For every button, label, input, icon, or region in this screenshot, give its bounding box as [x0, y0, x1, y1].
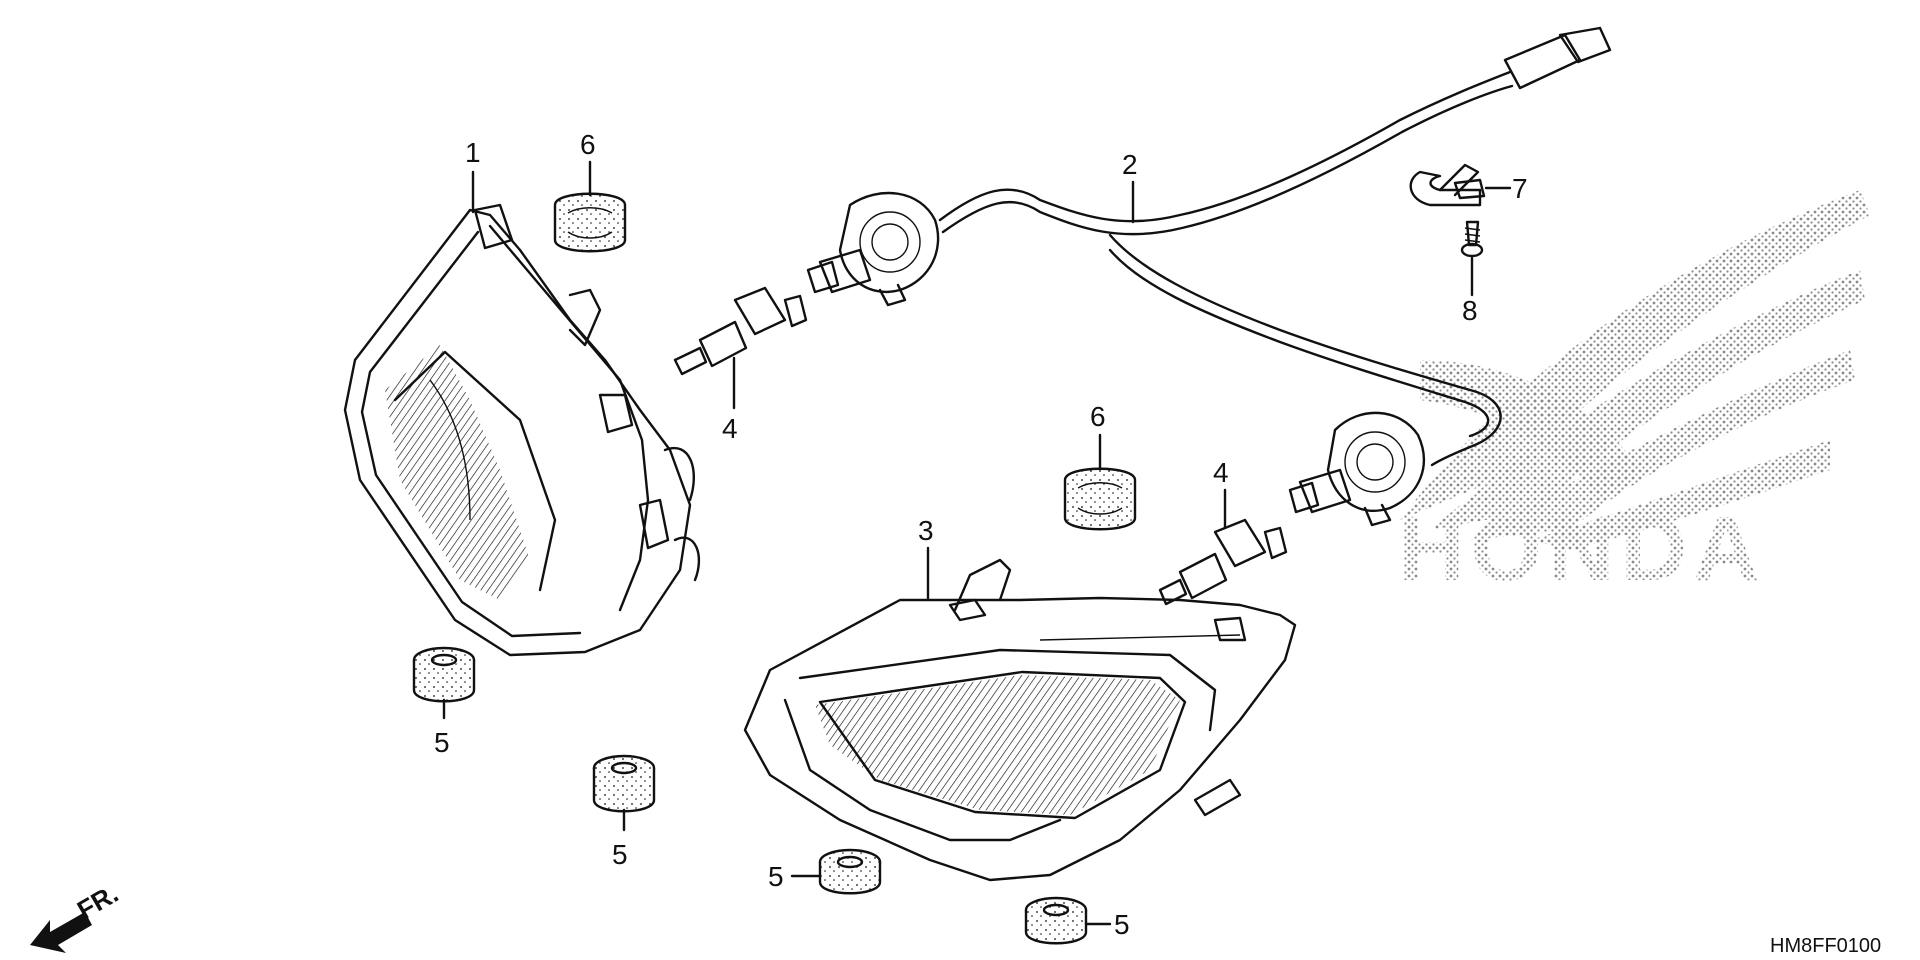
wing-logo-icon: [1400, 190, 1870, 550]
callout-6: 6: [580, 129, 596, 160]
callout-2: 2: [1122, 149, 1138, 180]
callout-4: 4: [722, 413, 738, 444]
callout-6: 6: [1090, 401, 1106, 432]
rubber-grommet: [818, 848, 882, 895]
callout-4: 4: [1213, 457, 1229, 488]
foam-pad: [1063, 467, 1137, 531]
arrow-down-left-icon: [30, 912, 92, 953]
callout-7: 7: [1512, 173, 1528, 204]
callout-1: 1: [465, 137, 481, 168]
rubber-grommet: [412, 646, 476, 703]
callout-5: 5: [1114, 909, 1130, 940]
wire-harness: [806, 26, 1612, 527]
callout-3: 3: [918, 515, 934, 546]
watermark-text: HONDA: [1398, 498, 1765, 600]
foam-pad: [553, 192, 627, 253]
callout-5: 5: [434, 727, 450, 758]
wire-clamp: [1409, 163, 1486, 207]
headlight-bulb: [1158, 518, 1288, 606]
callout-5: 5: [768, 861, 784, 892]
callout-5: 5: [612, 839, 628, 870]
tapping-screw: [1460, 220, 1484, 258]
headlight-bulb: [673, 286, 808, 376]
rubber-grommet: [1024, 896, 1088, 945]
diagram-code: HM8FF0100: [1770, 935, 1881, 957]
callout-8: 8: [1462, 295, 1478, 326]
rubber-grommet: [592, 754, 656, 813]
left-headlight-housing: [343, 203, 701, 657]
right-headlight-housing: [743, 558, 1297, 882]
